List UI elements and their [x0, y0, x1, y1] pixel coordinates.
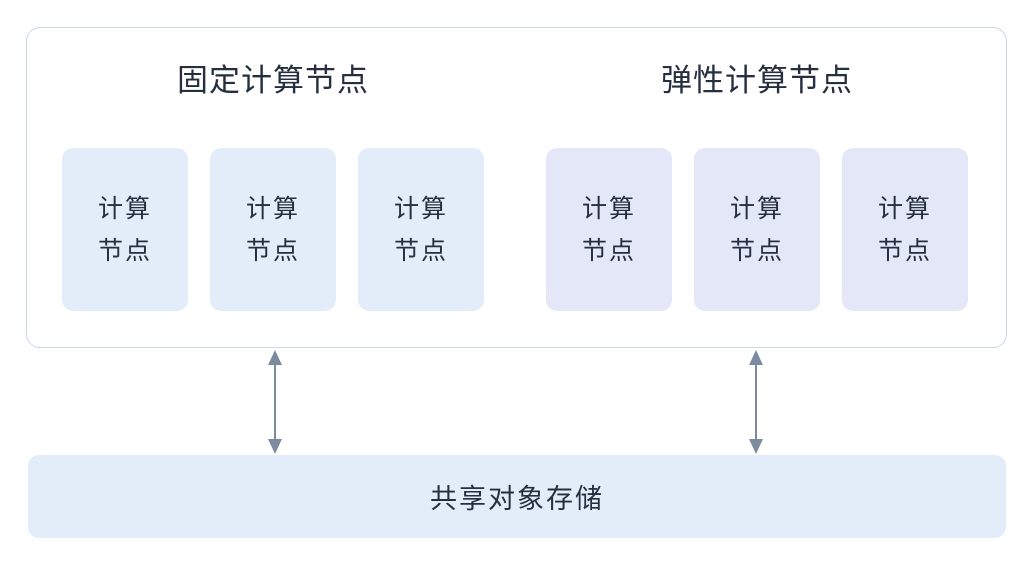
- node-card-fixed-3[interactable]: 计算 节点: [358, 148, 484, 311]
- node-card-elastic-1[interactable]: 计算 节点: [546, 148, 672, 311]
- node-card-label-line1: 计算: [245, 194, 300, 223]
- double-arrow-icon-fixed-to-storage: [268, 350, 282, 454]
- node-card-label-line2: 节点: [877, 236, 932, 265]
- node-card-label-line2: 节点: [97, 236, 152, 265]
- node-card-label-line2: 节点: [581, 236, 636, 265]
- node-card-label-line2: 节点: [393, 236, 448, 265]
- node-card-label-line1: 计算: [97, 194, 152, 223]
- node-card-label-line1: 计算: [877, 194, 932, 223]
- node-card-label-line1: 计算: [729, 194, 784, 223]
- node-card-label-line1: 计算: [393, 194, 448, 223]
- node-card-label-line1: 计算: [581, 194, 636, 223]
- node-card-label-line2: 节点: [245, 236, 300, 265]
- node-card-fixed-2[interactable]: 计算 节点: [210, 148, 336, 311]
- group-title-elastic: 弹性计算节点: [661, 63, 853, 98]
- shared-object-storage-label: 共享对象存储: [430, 484, 604, 514]
- double-arrow-icon-elastic-to-storage: [749, 350, 763, 454]
- group-title-fixed: 固定计算节点: [177, 63, 369, 98]
- node-card-fixed-1[interactable]: 计算 节点: [62, 148, 188, 311]
- shared-object-storage-bar[interactable]: 共享对象存储: [28, 455, 1006, 538]
- node-card-elastic-2[interactable]: 计算 节点: [694, 148, 820, 311]
- node-card-elastic-3[interactable]: 计算 节点: [842, 148, 968, 311]
- node-card-label-line2: 节点: [729, 236, 784, 265]
